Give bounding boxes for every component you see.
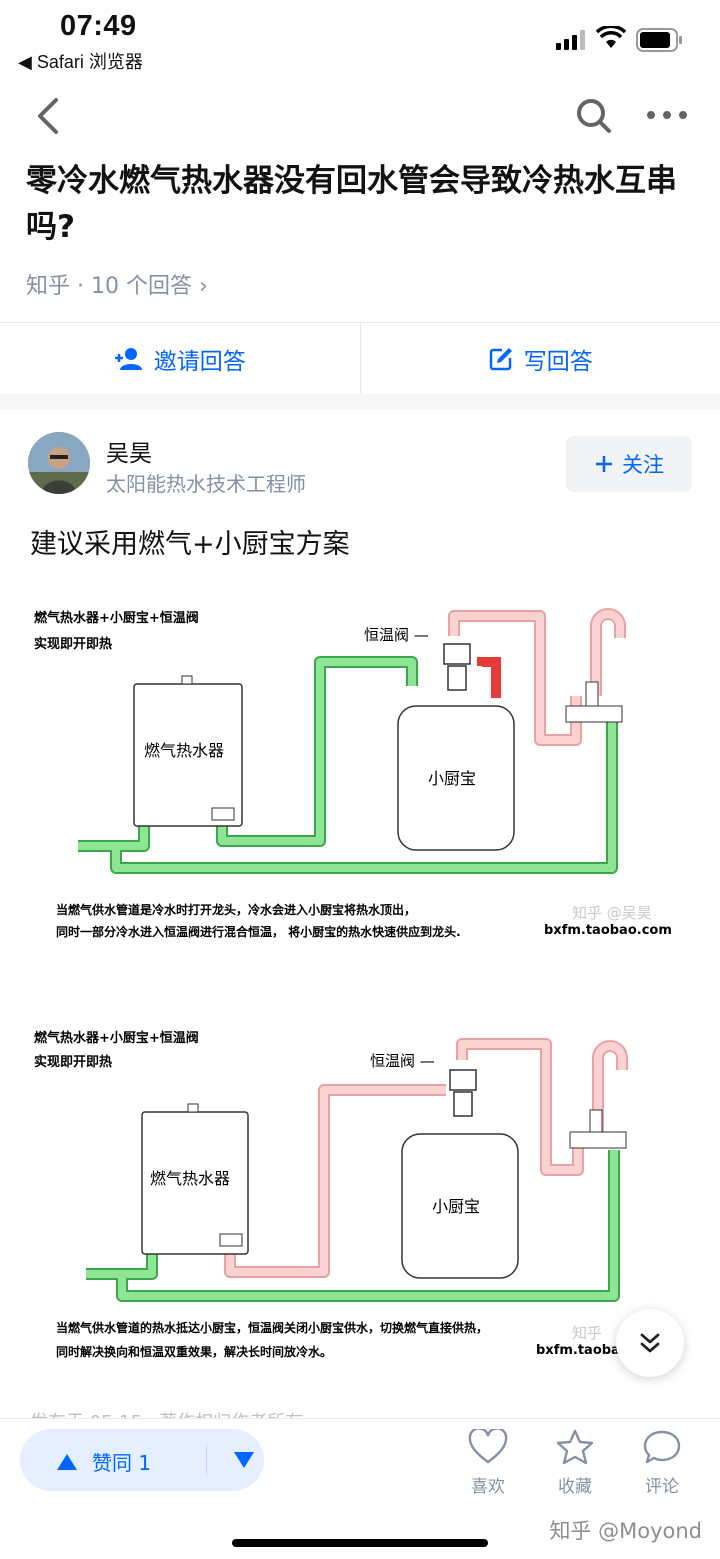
- author-bio: 太阳能热水技术工程师: [106, 472, 306, 496]
- signal-icon: [556, 30, 585, 50]
- comment-button[interactable]: 评论: [632, 1429, 692, 1497]
- home-indicator[interactable]: [232, 1539, 488, 1547]
- wifi-icon: [596, 26, 626, 48]
- diagram2-title-line1: 燃气热水器+小厨宝+恒温阀: [34, 1030, 199, 1046]
- author-row: 吴昊 太阳能热水技术工程师 关注: [28, 432, 692, 496]
- author-name[interactable]: 吴昊: [106, 441, 152, 467]
- heart-icon: [468, 1427, 508, 1464]
- diagram1-heater-label: 燃气热水器: [144, 741, 224, 760]
- triangle-up-icon: [57, 1453, 77, 1470]
- battery-icon: [636, 28, 682, 52]
- diagram1-title-line2: 实现即开即热: [34, 636, 112, 652]
- like-button[interactable]: 喜欢: [458, 1427, 518, 1497]
- diagram-image-1[interactable]: 燃气热水器+小厨宝+恒温阀 实现即开即热 恒温阀 —: [26, 596, 694, 946]
- diagram2-caption-line2: 同时解决换向和恒温双重效果，解决长时间放冷水。: [56, 1344, 332, 1359]
- diagram1-cabinet-label: 小厨宝: [428, 769, 476, 788]
- follow-label: 关注: [622, 453, 664, 477]
- invite-answer-label: 邀请回答: [153, 348, 246, 375]
- upvote-label: 赞同 1: [92, 1451, 152, 1475]
- diagram1-cabinet-box: [397, 705, 515, 851]
- diagram-image-2[interactable]: 燃气热水器+小厨宝+恒温阀 实现即开即热 恒温阀 —: [26, 1020, 694, 1372]
- diagram1-caption-line2: 同时一部分冷水进入恒温阀进行混合恒温， 将小厨宝的热水快速供应到龙头.: [56, 924, 461, 939]
- comment-label: 评论: [645, 1477, 679, 1497]
- write-answer-button[interactable]: 写回答: [361, 323, 720, 394]
- upvote-button[interactable]: 赞同 1: [56, 1447, 151, 1476]
- search-icon[interactable]: [574, 96, 614, 136]
- diagram1-caption-line1: 当燃气供水管道是冷水时打开龙头，冷水会进入小厨宝将热水顶出，: [56, 902, 416, 917]
- invite-answer-button[interactable]: 邀请回答: [0, 323, 360, 394]
- vote-divider: [206, 1445, 207, 1475]
- collect-button[interactable]: 收藏: [545, 1429, 605, 1497]
- more-icon[interactable]: [644, 100, 690, 130]
- question-action-bar: 邀请回答 写回答: [0, 322, 720, 395]
- diagram2-title-line2: 实现即开即热: [34, 1054, 112, 1070]
- add-user-icon: [114, 347, 142, 370]
- back-arrow-icon[interactable]: [28, 94, 68, 138]
- scroll-next-button[interactable]: [616, 1309, 684, 1377]
- action-divider: [359, 323, 361, 395]
- section-divider: [0, 394, 720, 410]
- downvote-button[interactable]: [232, 1447, 256, 1471]
- bottom-toolbar: 赞同 1 喜欢 收藏 评论 知乎 @Moyond: [0, 1418, 720, 1559]
- back-to-safari-link[interactable]: ◀ Safari 浏览器: [18, 52, 143, 72]
- question-title[interactable]: 零冷水燃气热水器没有回水管会导致冷热水互串吗?: [26, 163, 677, 245]
- write-answer-label: 写回答: [523, 348, 593, 375]
- question-meta-link[interactable]: 知乎 · 10 个回答 ›: [26, 274, 208, 299]
- edit-icon: [489, 347, 512, 370]
- zhihu-watermark: 知乎 @Moyond: [549, 1519, 702, 1543]
- diagram2-shop: bxfm.taobao: [536, 1343, 629, 1358]
- diagram1-shop: bxfm.taobao.com: [544, 923, 672, 938]
- star-icon: [556, 1429, 594, 1465]
- diagram2-watermark: 知乎: [572, 1324, 602, 1342]
- diagram2-valve: [449, 1069, 477, 1117]
- diagram2-cabinet-box: [401, 1133, 519, 1279]
- vote-pill: 赞同 1: [20, 1429, 264, 1491]
- like-label: 喜欢: [471, 1477, 505, 1497]
- diagram2-faucet: [569, 1131, 627, 1149]
- plus-icon: [596, 456, 612, 472]
- diagram2-heater-label: 燃气热水器: [150, 1169, 230, 1188]
- double-chevron-down-icon: [640, 1333, 660, 1353]
- diagram1-watermark: 知乎 @吴昊: [572, 904, 652, 922]
- nav-bar: [0, 88, 720, 144]
- diagram1-title-line1: 燃气热水器+小厨宝+恒温阀: [34, 610, 199, 626]
- author-avatar[interactable]: [28, 432, 90, 494]
- status-bar: 07:49 ◀ Safari 浏览器: [0, 0, 720, 80]
- answer-paragraph: 建议采用燃气+小厨宝方案: [30, 529, 350, 560]
- collect-label: 收藏: [558, 1477, 592, 1497]
- follow-button[interactable]: 关注: [566, 436, 692, 492]
- status-time: 07:49: [60, 10, 137, 42]
- diagram1-valve: [443, 643, 471, 691]
- diagram1-valve-label: 恒温阀 —: [364, 626, 429, 644]
- comment-bubble-icon: [643, 1430, 681, 1464]
- diagram1-faucet: [565, 705, 623, 723]
- diagram2-valve-label: 恒温阀 —: [370, 1052, 435, 1070]
- diagram2-cabinet-label: 小厨宝: [432, 1197, 480, 1216]
- diagram2-caption-line1: 当燃气供水管道的热水抵达小厨宝，恒温阀关闭小厨宝供水，切换燃气直接供热，: [56, 1320, 488, 1335]
